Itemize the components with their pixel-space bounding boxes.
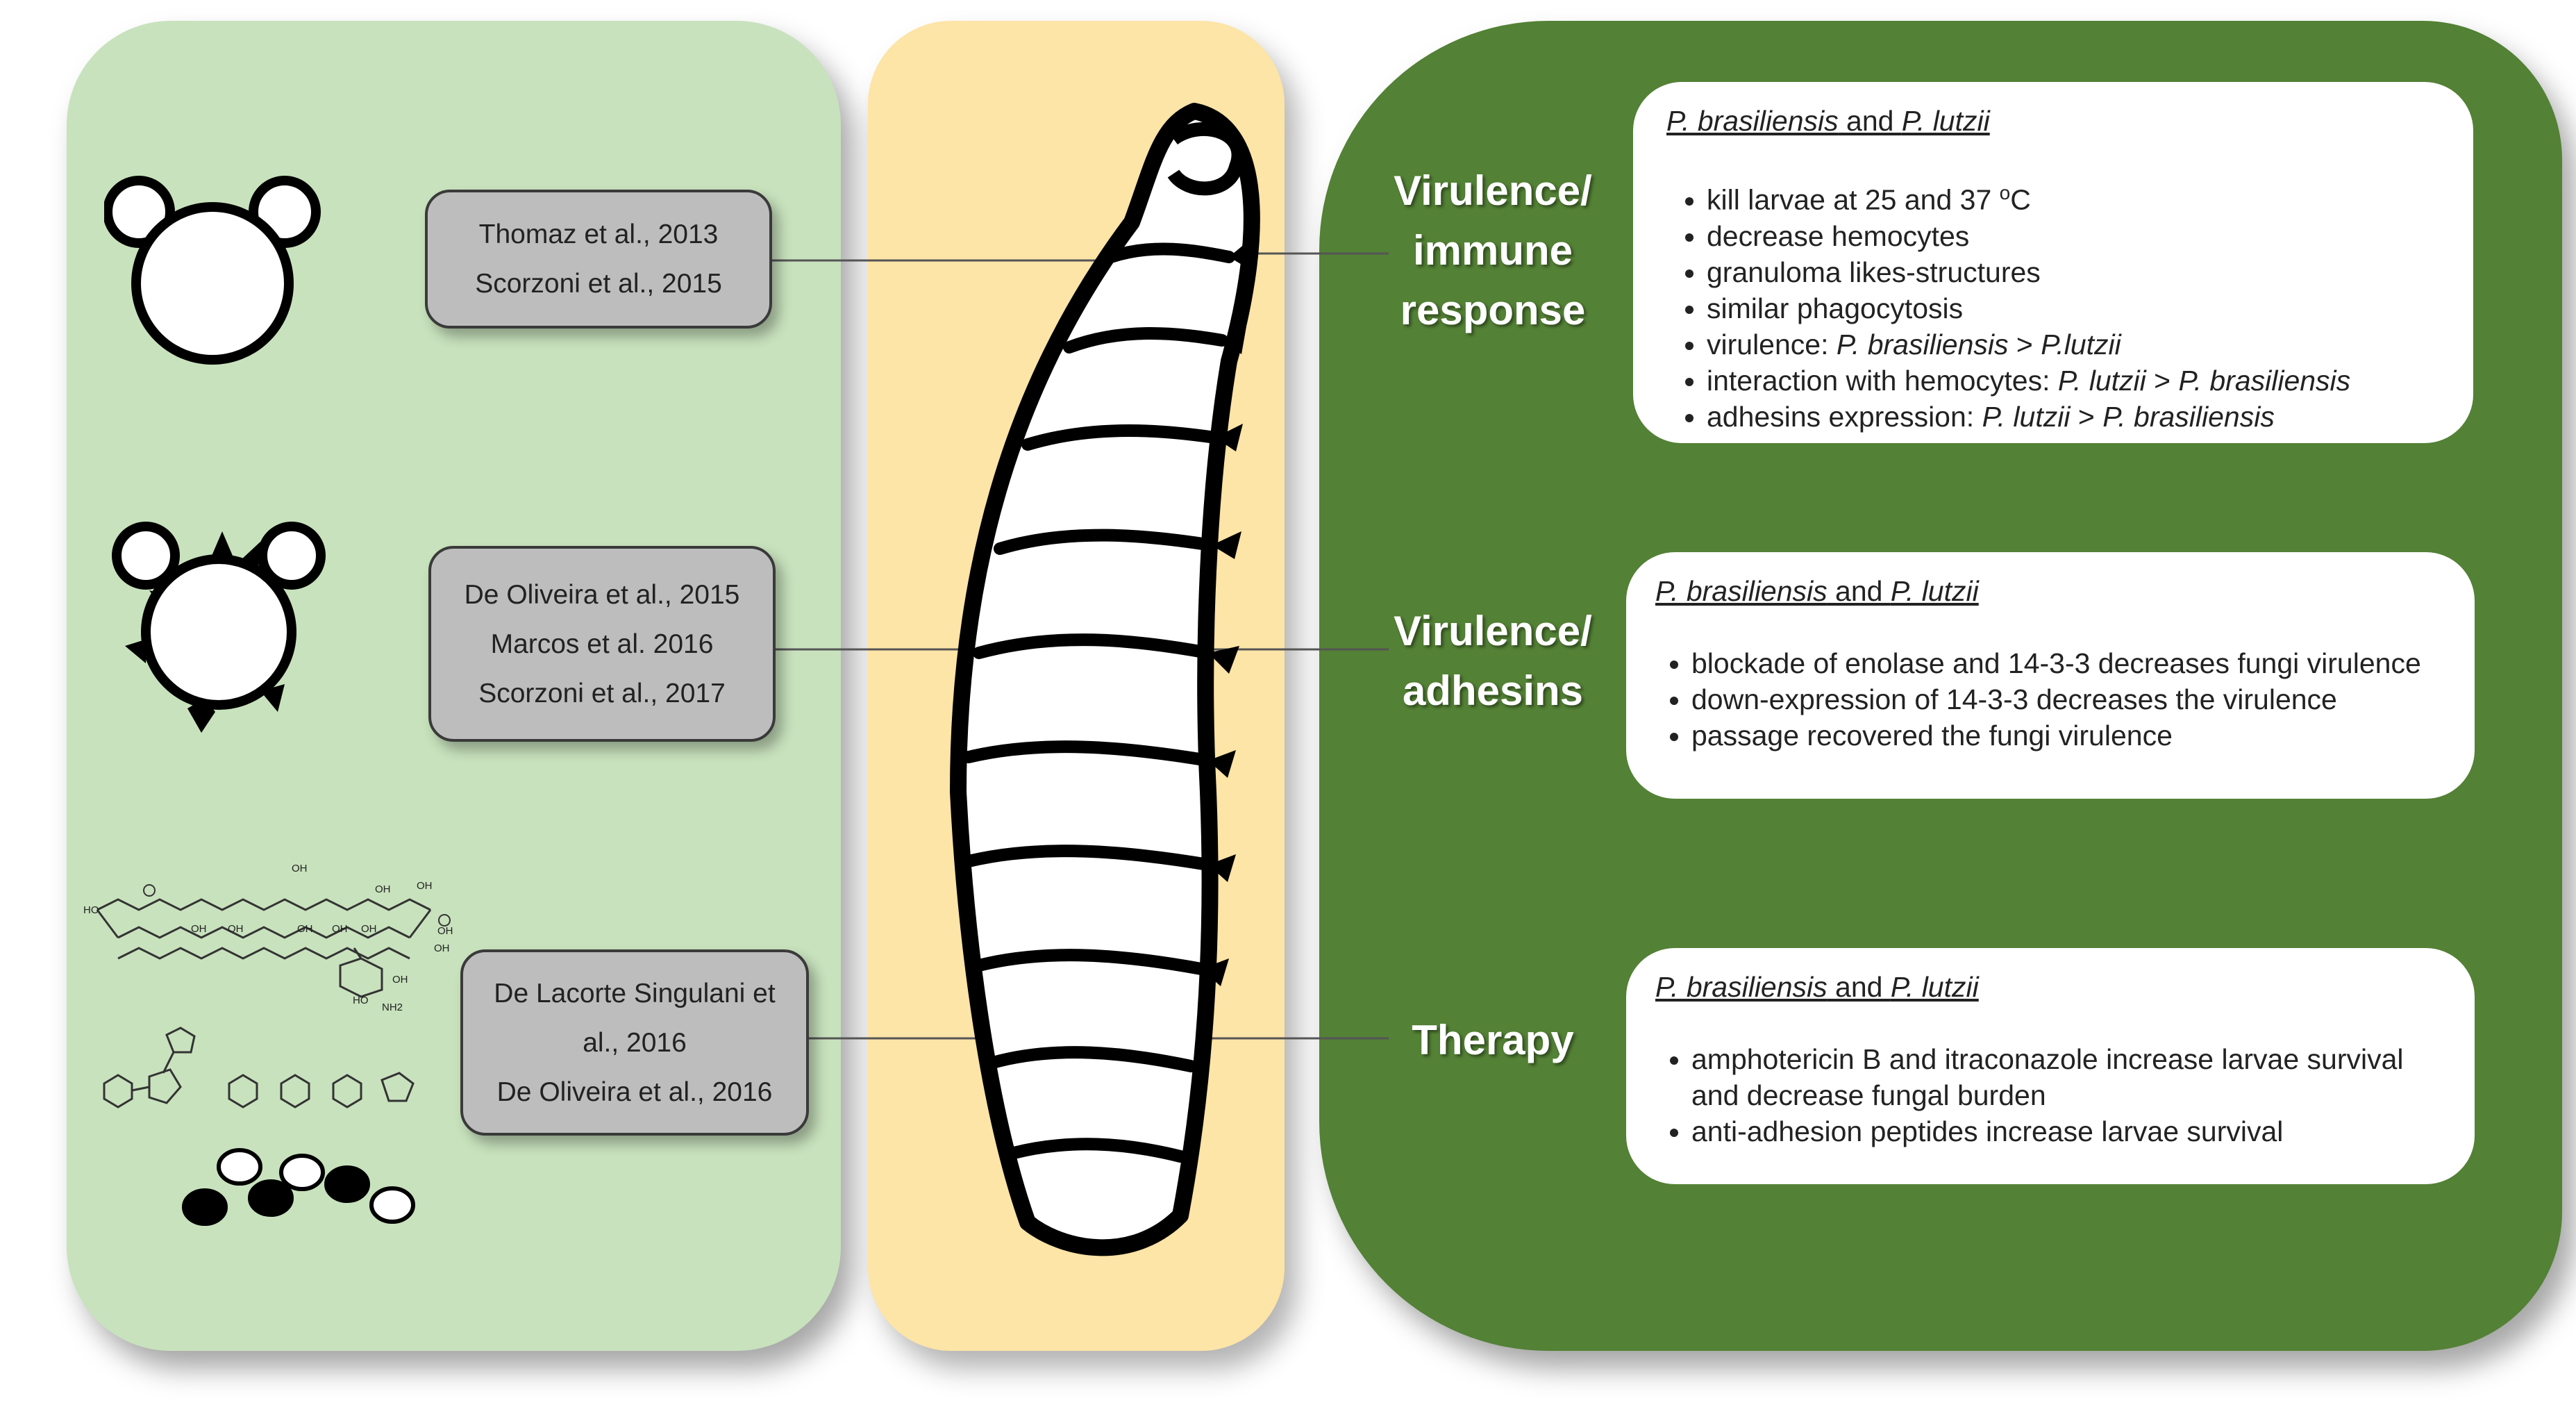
species-name: P. brasiliensis bbox=[1666, 105, 1839, 137]
amphotericin-label: OH bbox=[228, 923, 244, 935]
amphotericin-label: OH bbox=[332, 923, 348, 935]
reference-line: De Oliveira et al., 2016 bbox=[496, 1077, 773, 1107]
finding-text: blockade of enolase and 14-3-3 decreases… bbox=[1691, 647, 2421, 679]
finding-list: kill larvae at 25 and 37 oC decrease hem… bbox=[1666, 175, 2445, 435]
section-label-line: adhesins bbox=[1402, 667, 1584, 714]
finding-text: granuloma likes-structures bbox=[1707, 256, 2041, 288]
yeast-mother-cell-with-two-buds-icon bbox=[104, 176, 321, 365]
finding-text: interaction with hemocytes: bbox=[1707, 364, 2058, 397]
comparison-sign: > bbox=[2008, 328, 2041, 360]
reference-line: al., 2016 bbox=[583, 1027, 687, 1058]
galleria-mellonella-larva-icon bbox=[950, 103, 1260, 1256]
finding-text: kill larvae at 25 and 37 bbox=[1707, 183, 2000, 216]
finding-superscript: o bbox=[1999, 182, 2011, 204]
section-label-virulence-immune-response: Virulence/ immune response bbox=[1361, 161, 1625, 340]
section-label-line: Virulence/ bbox=[1394, 167, 1592, 214]
amphotericin-label: OH bbox=[392, 974, 408, 986]
finding-text: decrease hemocytes bbox=[1707, 219, 1970, 252]
finding-list: blockade of enolase and 14-3-3 decreases… bbox=[1655, 645, 2447, 754]
amphotericin-label: OH bbox=[292, 863, 308, 874]
section-label-virulence-adhesins: Virulence/ adhesins bbox=[1361, 601, 1625, 721]
amphotericin-label: NH2 bbox=[382, 1002, 403, 1013]
finding-text: similar phagocytosis bbox=[1707, 292, 1964, 324]
section-label-therapy: Therapy bbox=[1361, 1011, 1625, 1070]
comparison-sign: > bbox=[2146, 364, 2179, 397]
amphotericin-b-chemical-structure-icon: OH OH OH OH OH OH OH OH OH OH OH HO HO N… bbox=[76, 854, 465, 1014]
finding-item: adhesins expression: P. lutzii > P. bras… bbox=[1707, 399, 2445, 435]
species-name: P. brasiliensis bbox=[2102, 400, 2275, 433]
peptide-chain-icon bbox=[182, 1148, 415, 1226]
finding-list: amphotericin B and itraconazole increase… bbox=[1655, 1041, 2447, 1149]
reference-line: Scorzoni et al., 2015 bbox=[475, 269, 722, 299]
section-label-line: Therapy bbox=[1412, 1017, 1574, 1063]
reference-line: Marcos et al. 2016 bbox=[490, 629, 714, 659]
amphotericin-label: HO bbox=[353, 995, 369, 1006]
info-box-title: P. brasiliensis and P. lutzii bbox=[1666, 103, 2445, 139]
section-label-line: Virulence/ bbox=[1394, 608, 1592, 654]
finding-item: granuloma likes-structures bbox=[1707, 254, 2445, 290]
finding-item: passage recovered the fungi virulence bbox=[1691, 717, 2447, 754]
species-name: P. lutzii bbox=[1890, 971, 1979, 1003]
finding-text: amphotericin B and itraconazole increase… bbox=[1691, 1043, 2404, 1111]
comparison-sign: > bbox=[2070, 400, 2103, 433]
finding-item: similar phagocytosis bbox=[1707, 290, 2445, 326]
info-box-virulence-adhesins: P. brasiliensis and P. lutzii blockade o… bbox=[1626, 552, 2475, 799]
finding-text-tail: C bbox=[2010, 183, 2031, 216]
info-box-therapy: P. brasiliensis and P. lutzii amphoteric… bbox=[1626, 948, 2475, 1184]
finding-item: kill larvae at 25 and 37 oC bbox=[1707, 175, 2445, 218]
reference-line: De Lacorte Singulani et bbox=[494, 978, 776, 1008]
title-conjunction: and bbox=[1827, 971, 1891, 1003]
reference-line: Scorzoni et al., 2017 bbox=[478, 678, 726, 708]
finding-item: down-expression of 14-3-3 decreases the … bbox=[1691, 681, 2447, 717]
species-name: P. lutzii bbox=[1890, 575, 1979, 607]
info-box-title: P. brasiliensis and P. lutzii bbox=[1655, 573, 2447, 609]
finding-text: virulence: bbox=[1707, 328, 1837, 360]
species-name: P. brasiliensis bbox=[1836, 328, 2009, 360]
finding-item: virulence: P. brasiliensis > P.lutzii bbox=[1707, 326, 2445, 363]
species-name: P. brasiliensis bbox=[1655, 971, 1828, 1003]
species-name: P. lutzii bbox=[2057, 364, 2146, 397]
amphotericin-label: OH bbox=[191, 923, 207, 935]
amphotericin-label: OH bbox=[297, 923, 313, 935]
finding-item: decrease hemocytes bbox=[1707, 218, 2445, 254]
species-name: P. lutzii bbox=[1982, 400, 2071, 433]
reference-box: Thomaz et al., 2013 Scorzoni et al., 201… bbox=[425, 190, 772, 329]
finding-text: adhesins expression: bbox=[1707, 400, 1982, 433]
finding-item: amphotericin B and itraconazole increase… bbox=[1691, 1041, 2447, 1113]
section-label-line: immune bbox=[1412, 227, 1573, 274]
finding-item: anti-adhesion peptides increase larvae s… bbox=[1691, 1113, 2447, 1149]
section-label-line: response bbox=[1400, 287, 1586, 333]
finding-text: down-expression of 14-3-3 decreases the … bbox=[1691, 683, 2337, 715]
amphotericin-label: OH bbox=[437, 925, 453, 937]
reference-box: De Lacorte Singulani et al., 2016 De Oli… bbox=[460, 949, 809, 1136]
amphotericin-label: OH bbox=[417, 880, 433, 892]
finding-item: interaction with hemocytes: P. lutzii > … bbox=[1707, 363, 2445, 399]
finding-item: blockade of enolase and 14-3-3 decreases… bbox=[1691, 645, 2447, 681]
finding-text: passage recovered the fungi virulence bbox=[1691, 720, 2173, 751]
reference-line: De Oliveira et al., 2015 bbox=[464, 579, 740, 610]
amphotericin-label: OH bbox=[375, 883, 391, 895]
species-name: P. brasiliensis bbox=[1655, 575, 1828, 607]
yeast-cell-with-surface-adhesins-icon bbox=[112, 522, 326, 733]
amphotericin-label: OH bbox=[361, 923, 377, 935]
reference-line: Thomaz et al., 2013 bbox=[478, 219, 719, 249]
info-box-virulence-immune-response: P. brasiliensis and P. lutzii kill larva… bbox=[1633, 82, 2473, 443]
info-box-title: P. brasiliensis and P. lutzii bbox=[1655, 969, 2447, 1005]
species-name: P. brasiliensis bbox=[2178, 364, 2351, 397]
species-name: P. lutzii bbox=[1901, 105, 1990, 137]
species-name: P.lutzii bbox=[2041, 328, 2121, 360]
itraconazole-chemical-structure-icon bbox=[83, 1021, 465, 1132]
reference-box: De Oliveira et al., 2015 Marcos et al. 2… bbox=[428, 546, 776, 742]
title-conjunction: and bbox=[1838, 105, 1902, 137]
title-conjunction: and bbox=[1827, 575, 1891, 607]
amphotericin-label: HO bbox=[83, 904, 99, 916]
finding-text: anti-adhesion peptides increase larvae s… bbox=[1691, 1115, 2284, 1147]
amphotericin-label: OH bbox=[434, 942, 450, 954]
